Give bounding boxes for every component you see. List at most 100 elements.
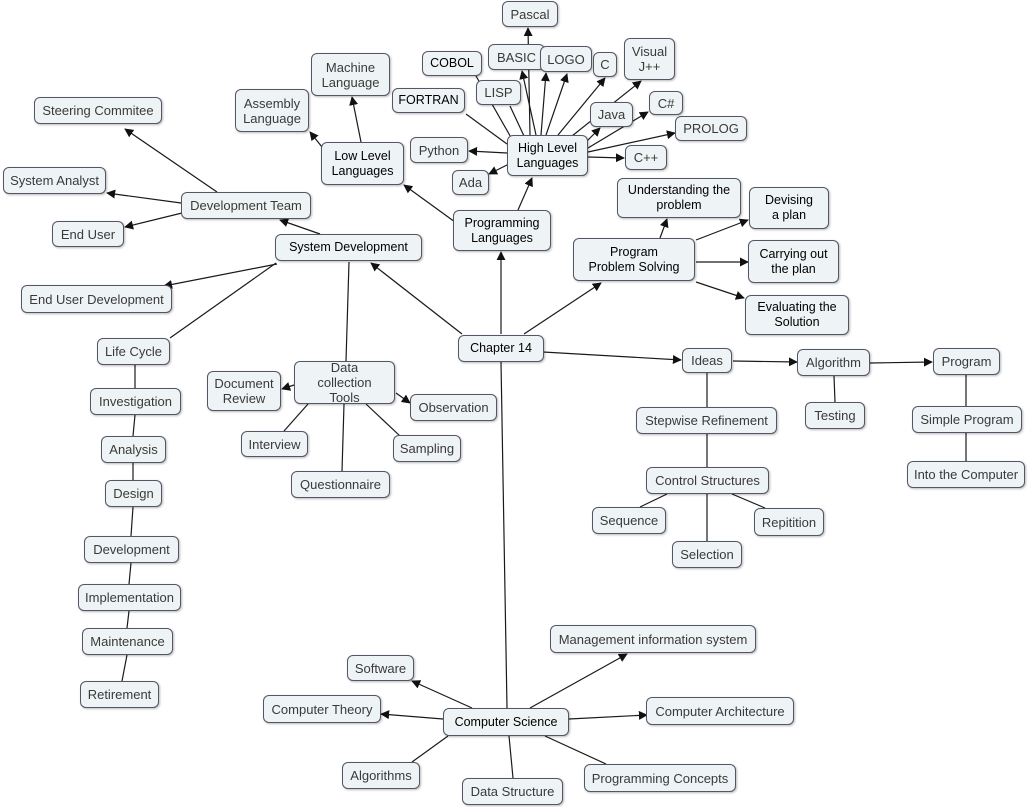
connector-line <box>130 506 134 537</box>
connector-line <box>345 261 350 362</box>
connector-line <box>545 73 569 136</box>
node-high-level-languages[interactable]: High Level Languages <box>507 135 588 176</box>
node-computer-architecture[interactable]: Computer Architecture <box>646 697 794 725</box>
node-basic[interactable]: BASIC <box>488 44 545 70</box>
connector-line <box>568 710 648 720</box>
node-evaluating-the-solution[interactable]: Evaluating the Solution <box>745 295 849 335</box>
connector-line <box>587 111 649 149</box>
connector-line <box>395 392 411 404</box>
node-testing[interactable]: Testing <box>805 402 865 429</box>
connector-line <box>732 357 798 367</box>
node-lisp[interactable]: LISP <box>476 80 521 105</box>
connector-line <box>500 361 508 709</box>
node-interview[interactable]: Interview <box>241 431 308 457</box>
connector-line <box>126 610 130 629</box>
node-pascal[interactable]: Pascal <box>502 1 558 27</box>
node-data-structure[interactable]: Data Structure <box>462 778 563 805</box>
node-algorithms[interactable]: Algorithms <box>342 762 420 789</box>
connector-line <box>731 493 766 509</box>
connector-line <box>544 735 607 765</box>
node-python[interactable]: Python <box>410 137 468 163</box>
node-development[interactable]: Development <box>84 536 179 563</box>
node-machine-language[interactable]: Machine Language <box>311 53 390 96</box>
node-ada[interactable]: Ada <box>452 170 489 195</box>
node-development-team[interactable]: Development Team <box>181 192 311 219</box>
node-computer-science[interactable]: Computer Science <box>443 708 569 736</box>
node-end-user[interactable]: End User <box>52 221 124 247</box>
node-chapter-14[interactable]: Chapter 14 <box>458 335 544 362</box>
node-steering-commitee[interactable]: Steering Commitee <box>34 97 162 124</box>
connector-line <box>587 153 625 163</box>
node-algorithm[interactable]: Algorithm <box>797 349 870 376</box>
node-selection[interactable]: Selection <box>672 541 742 568</box>
node-repitition[interactable]: Repitition <box>754 508 824 536</box>
node-end-user-development[interactable]: End User Development <box>21 285 172 313</box>
node-sampling[interactable]: Sampling <box>393 435 461 462</box>
node-design[interactable]: Design <box>105 480 162 507</box>
node-system-analyst[interactable]: System Analyst <box>3 167 106 194</box>
node-simple-program[interactable]: Simple Program <box>912 406 1022 433</box>
node-stepwise-refinement[interactable]: Stepwise Refinement <box>636 407 777 434</box>
node-logo[interactable]: LOGO <box>540 46 592 72</box>
node-csharp[interactable]: C# <box>649 91 683 115</box>
node-program[interactable]: Program <box>933 348 1000 375</box>
node-ideas[interactable]: Ideas <box>682 348 732 373</box>
node-implementation[interactable]: Implementation <box>78 584 181 611</box>
node-management-information-system[interactable]: Management information system <box>550 625 756 653</box>
connector-line <box>380 710 444 720</box>
node-retirement[interactable]: Retirement <box>80 681 159 708</box>
connector-line <box>519 70 537 136</box>
connector-line <box>124 212 183 230</box>
connector-line <box>695 281 745 300</box>
connector-line <box>508 735 514 779</box>
connector-line <box>106 189 182 204</box>
node-maintenance[interactable]: Maintenance <box>82 628 173 655</box>
connector-line <box>411 680 473 709</box>
connector-line <box>365 403 401 437</box>
node-prolog[interactable]: PROLOG <box>675 116 747 141</box>
node-into-the-computer[interactable]: Into the Computer <box>907 461 1025 488</box>
node-carrying-out-the-plan[interactable]: Carrying out the plan <box>748 240 839 283</box>
node-questionnaire[interactable]: Questionnaire <box>291 471 390 498</box>
node-system-development[interactable]: System Development <box>275 234 422 261</box>
node-java[interactable]: Java <box>590 102 633 127</box>
connector-line <box>659 218 669 239</box>
node-cpp[interactable]: C++ <box>625 145 667 170</box>
node-document-review[interactable]: Document Review <box>207 371 281 411</box>
node-analysis[interactable]: Analysis <box>101 436 166 463</box>
node-program-problem-solving[interactable]: Program Problem Solving <box>573 238 695 281</box>
connector-line <box>279 218 321 235</box>
connector-line <box>540 72 550 136</box>
node-life-cycle[interactable]: Life Cycle <box>97 338 170 365</box>
node-control-structures[interactable]: Control Structures <box>646 467 769 494</box>
connector-line <box>523 282 602 335</box>
node-fortran[interactable]: FORTRAN <box>392 88 465 113</box>
connector-line <box>465 113 508 145</box>
connector-line <box>529 653 628 709</box>
node-software[interactable]: Software <box>347 655 414 681</box>
connector-line <box>509 105 525 137</box>
connector-line <box>132 414 136 437</box>
node-low-level-languages[interactable]: Low Level Languages <box>321 142 404 185</box>
connector-line <box>124 128 218 193</box>
node-visual-j[interactable]: Visual J++ <box>624 38 675 80</box>
connector-line <box>833 375 836 403</box>
node-sequence[interactable]: Sequence <box>592 507 666 534</box>
connector-line <box>517 177 533 211</box>
node-assembly-language[interactable]: Assembly Language <box>235 89 309 132</box>
node-c[interactable]: C <box>593 52 617 77</box>
connector-line <box>695 218 749 241</box>
connector-line <box>370 262 463 335</box>
node-computer-theory[interactable]: Computer Theory <box>263 695 381 723</box>
node-understanding-the-problem[interactable]: Understanding the problem <box>617 178 741 218</box>
node-observation[interactable]: Observation <box>410 394 497 421</box>
node-programming-languages[interactable]: Programming Languages <box>453 210 551 251</box>
node-investigation[interactable]: Investigation <box>90 388 181 415</box>
connector-line <box>341 403 345 472</box>
node-data-collection-tools[interactable]: Data collection Tools <box>294 360 395 405</box>
node-cobol[interactable]: COBOL <box>422 51 482 76</box>
node-programming-concepts[interactable]: Programming Concepts <box>584 764 736 792</box>
connector-line <box>542 351 682 365</box>
node-devising-a-plan[interactable]: Devising a plan <box>749 187 829 229</box>
connector-line <box>869 357 933 367</box>
